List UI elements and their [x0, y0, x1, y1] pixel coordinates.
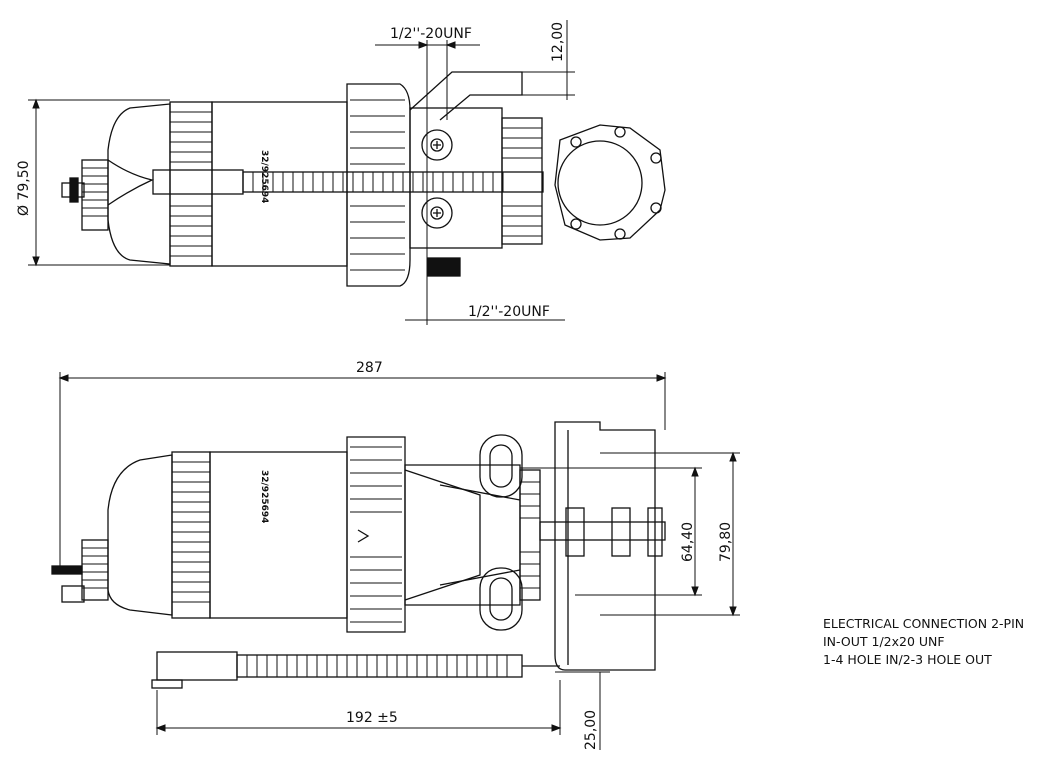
dim-height-inner: 64,40 — [680, 522, 696, 562]
top-sensor-screw-1 — [614, 126, 626, 138]
top-knurl-ring — [169, 101, 213, 267]
dim-top-thread-lines — [375, 40, 565, 325]
side-knurl-ring — [171, 451, 211, 619]
side-cable — [236, 654, 523, 678]
side-drain-plug — [81, 539, 109, 601]
top-drain-tip — [69, 177, 79, 203]
top-small-ring-ribs — [502, 127, 542, 237]
dim-height-outer: 79,80 — [718, 522, 734, 562]
top-connector — [152, 169, 244, 195]
top-sensor-screw-3 — [650, 202, 662, 214]
side-cartridge-body — [209, 451, 348, 619]
top-housing-fins — [350, 99, 405, 271]
top-head-block — [409, 107, 503, 249]
dim-diameter-lines — [28, 98, 170, 267]
top-sensor-screw-5 — [570, 218, 582, 230]
top-drain-plug — [81, 159, 109, 231]
side-housing-mark — [357, 529, 370, 543]
dim-top-offset-lines — [520, 20, 575, 100]
note-line-1: ELECTRICAL CONNECTION 2-PIN — [823, 616, 1025, 631]
top-view: 32/925694 Ø 79,50 1/2''-20UNF 1/2''-20UN… — [16, 20, 666, 325]
dim-overall-length: 287 — [356, 360, 383, 376]
top-knurl-ring-ribs — [170, 111, 212, 257]
top-housing — [346, 83, 411, 287]
top-fitting-pipe — [409, 71, 523, 121]
dim-top-thread-1: 1/2''-20UNF — [390, 26, 472, 42]
top-small-ring — [501, 117, 543, 245]
top-drain-knurl — [82, 167, 108, 217]
side-cable-corrugation — [246, 655, 508, 677]
side-connector-latch — [151, 679, 183, 689]
top-port-out-inner — [430, 206, 444, 220]
side-connector — [156, 651, 238, 681]
dim-bottom-offset-lines — [555, 671, 610, 750]
top-sensor-screw-4 — [570, 136, 582, 148]
side-housing-fins — [350, 446, 402, 623]
top-port-out-cross — [433, 209, 441, 217]
side-small-ring — [519, 469, 541, 601]
dim-diameter: Ø 79,50 — [16, 160, 32, 216]
top-sensor-body — [557, 140, 643, 226]
dim-overall-length-lines — [58, 372, 667, 570]
side-view: 287 32/925694 — [51, 360, 740, 750]
dim-height-lines — [520, 451, 740, 617]
side-drain-knurl — [82, 547, 108, 589]
side-lug-bottom — [479, 567, 523, 631]
dim-bottom-offset: 25,00 — [583, 710, 599, 750]
side-lug-top — [479, 434, 523, 498]
side-housing — [346, 436, 406, 633]
dim-top-thread-2: 1/2''-20UNF — [468, 304, 550, 320]
side-head — [404, 464, 521, 606]
top-bowl-lip — [107, 159, 155, 206]
side-bowl — [107, 454, 173, 616]
top-sensor-screw-6 — [614, 228, 626, 240]
top-port-out — [421, 197, 453, 229]
top-port-in — [421, 129, 453, 161]
top-port-in-cross — [433, 141, 441, 149]
side-lug-bottom-slot — [489, 577, 513, 621]
side-part-stamp: 32/925694 — [259, 470, 269, 523]
side-drain-foot — [61, 585, 85, 603]
top-port-in-inner — [430, 138, 444, 152]
note-line-3: 1-4 HOLE IN/2-3 HOLE OUT — [823, 652, 992, 667]
note-line-2: IN-OUT 1/2x20 UNF — [823, 634, 945, 649]
side-drain-tip — [51, 565, 83, 575]
side-knurl-ring-ribs — [172, 461, 210, 603]
side-head-inner — [439, 484, 521, 586]
dim-cable-length-lines — [155, 680, 562, 735]
side-sensor-body — [554, 421, 656, 671]
top-cartridge-body — [211, 101, 348, 267]
top-bowl — [107, 103, 171, 265]
side-head-wedge — [404, 469, 481, 601]
top-cable-corrugation — [252, 172, 504, 192]
top-part-stamp: 32/925694 — [259, 150, 269, 203]
top-sensor-screw-2 — [650, 152, 662, 164]
side-small-ring-ribs — [520, 481, 540, 589]
top-bottom-nut — [427, 257, 461, 277]
side-sensor-studs — [539, 507, 666, 557]
dim-top-offset: 12,00 — [550, 22, 566, 62]
dim-cable-length: 192 ±5 — [346, 710, 398, 726]
side-lug-top-slot — [489, 444, 513, 488]
